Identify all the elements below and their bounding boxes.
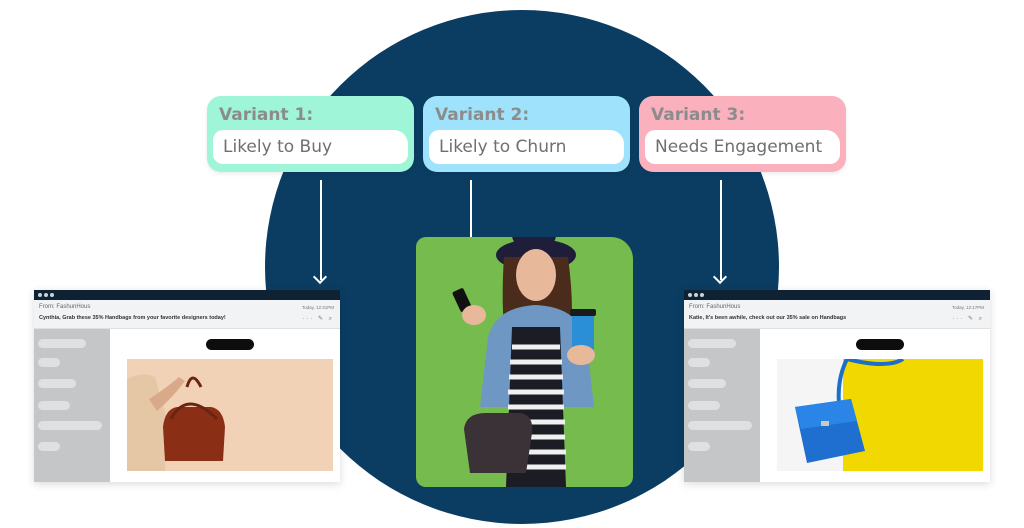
email-toolbar-icons[interactable]: ··· ✎ ⌕ (952, 316, 984, 322)
email-date: Today, 12:17PM (951, 305, 984, 310)
window-titlebar (34, 290, 340, 300)
arrow-down-icon (470, 180, 472, 276)
variant-title: Variant 3: (651, 105, 746, 125)
email-header: From: FashunHous Katie, It's been awhile… (684, 300, 990, 329)
variant-title: Variant 1: (219, 105, 314, 125)
email-subject: Katie, It's been awhile, check out our 3… (689, 315, 847, 321)
email-preview-1: From: FashunHous Cynthia, Grab these 35%… (34, 290, 340, 482)
variant-label: Needs Engagement (645, 130, 840, 164)
logo-placeholder (206, 339, 254, 350)
email-toolbar-icons[interactable]: ··· ✎ ⌕ (302, 316, 334, 322)
email-body (110, 329, 340, 482)
variant-card-2: Variant 2: Likely to Churn (423, 96, 630, 172)
email-subject: Cynthia, Grab these 35% Handbags from yo… (39, 315, 226, 321)
variant-card-3: Variant 3: Needs Engagement (639, 96, 846, 172)
logo-placeholder (856, 339, 904, 350)
variant-title: Variant 2: (435, 105, 530, 125)
email-preview-2: From: FashunHous Katie, It's been awhile… (684, 290, 990, 482)
variant-label: Likely to Buy (213, 130, 408, 164)
handbag-photo (127, 359, 333, 471)
handbag-photo (777, 359, 983, 471)
email-sidebar (684, 329, 760, 482)
email-date: Today, 12:31PM (301, 305, 334, 310)
email-body (760, 329, 990, 482)
variant-label: Likely to Churn (429, 130, 624, 164)
email-from: From: FashunHous (689, 304, 741, 310)
email-sidebar (34, 329, 110, 482)
arrow-down-icon (720, 180, 722, 280)
arrow-down-icon (320, 180, 322, 280)
email-header: From: FashunHous Cynthia, Grab these 35%… (34, 300, 340, 329)
window-titlebar (684, 290, 990, 300)
variant-card-1: Variant 1: Likely to Buy (207, 96, 414, 172)
customer-photo-card (416, 207, 633, 487)
email-from: From: FashunHous (39, 304, 91, 310)
